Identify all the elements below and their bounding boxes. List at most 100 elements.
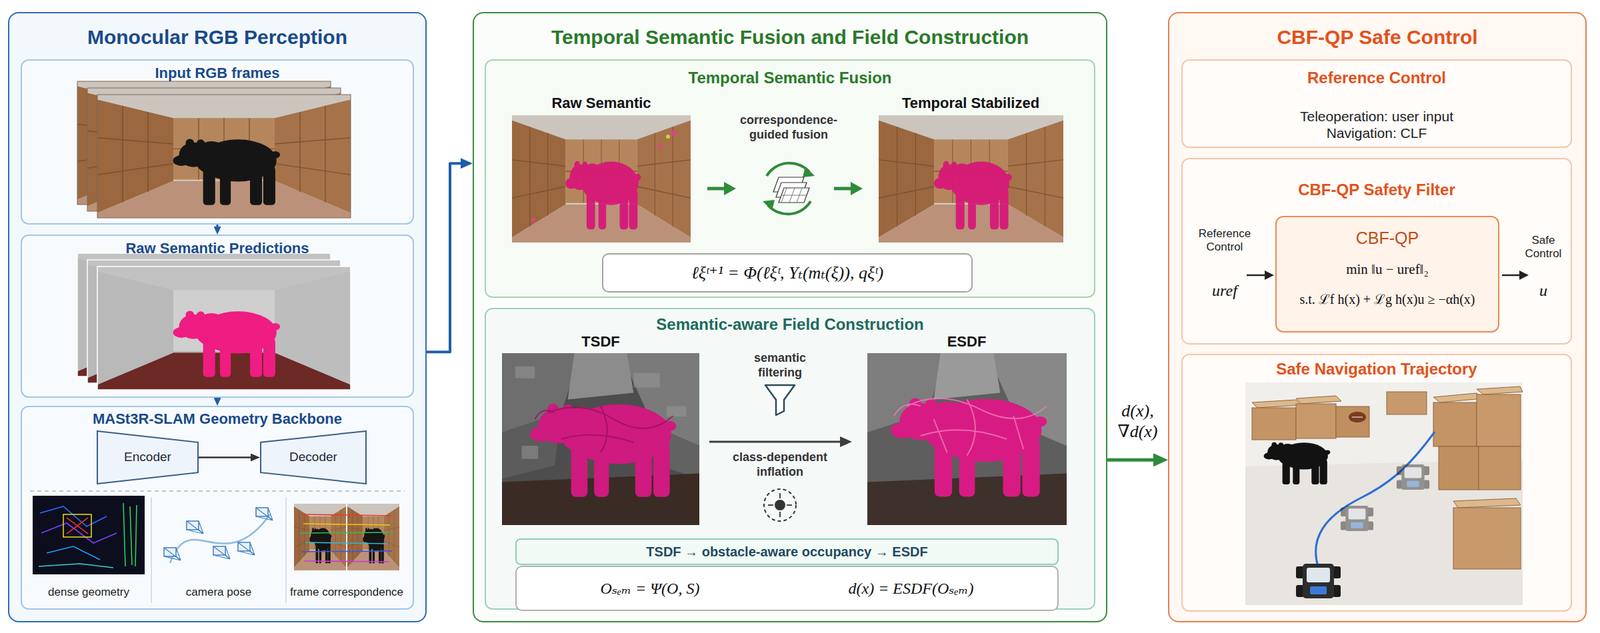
qp-arrows-part bbox=[1502, 274, 1520, 277]
section-box: Safe Navigation Trajectory bbox=[1181, 354, 1572, 612]
pipeline-box-text: TSDF → obstacle-aware occupancy → ESDF bbox=[646, 544, 928, 560]
panel: CBF-QP Safe ControlReference ControlTele… bbox=[1168, 12, 1587, 623]
image-title: Raw Semantic bbox=[501, 94, 702, 112]
backbone-outputs-part bbox=[30, 490, 405, 492]
navigation-photo-part-part bbox=[1476, 386, 1523, 395]
field-illustration-part bbox=[840, 436, 852, 448]
backbone-outputs-part-part bbox=[63, 514, 92, 538]
panel-text: CBF-QP Safe Control bbox=[1276, 25, 1478, 50]
qp-box: CBF-QP min ‖u − uref‖₂ s.t. ℒf h(x) + ℒg h… bbox=[1275, 216, 1500, 333]
navigation-photo-part-part bbox=[1386, 392, 1427, 415]
section-box: MASt3R-SLAM Geometry BackboneEncoder Deco… bbox=[20, 406, 414, 610]
section-box-text: Safe Navigation Trajectory bbox=[1276, 360, 1477, 380]
field-illustration-part bbox=[709, 441, 842, 444]
panel-text: Monocular RGB Perception bbox=[87, 25, 348, 50]
semantic-frames-part bbox=[97, 266, 351, 390]
decoder-block-text: Decoder bbox=[289, 450, 338, 466]
semantic-frames bbox=[77, 253, 351, 390]
backbone-outputs-part-part bbox=[123, 503, 137, 567]
navigation-photo-part bbox=[1352, 416, 1363, 418]
navigation-photo-part-part bbox=[1336, 406, 1370, 438]
fusion-illustration-part bbox=[773, 177, 810, 203]
backbone-outputs-part-part bbox=[300, 532, 394, 534]
encoder-block: Encoder bbox=[96, 430, 199, 485]
navigation-photo bbox=[1245, 382, 1523, 606]
backbone-outputs-part bbox=[300, 514, 394, 562]
block-shape bbox=[260, 431, 366, 484]
label-anchor: correspondence-guided fusion bbox=[725, 113, 852, 142]
section-box-text: Semantic-aware Field Construction bbox=[656, 315, 924, 335]
backbone-outputs-part-part bbox=[301, 551, 392, 552]
navigation-photo-part bbox=[1252, 386, 1523, 570]
navigation-photo-part bbox=[1296, 564, 1341, 599]
navigation-photo-part-part bbox=[1453, 508, 1521, 570]
fusion-illustration-part bbox=[762, 200, 775, 211]
label-anchor: Raw Semantic bbox=[501, 94, 702, 112]
input-frames-part bbox=[97, 94, 351, 218]
qp-box-text: s.t. ℒf h(x) + ℒg h(x)u ≥ −αh(x) bbox=[1300, 291, 1476, 308]
backbone-outputs-part-part bbox=[303, 524, 390, 526]
fusion-illustration-part-part bbox=[670, 130, 676, 136]
fusion-illustration-part-part bbox=[778, 188, 810, 203]
operation-label: semantic filtering bbox=[736, 351, 824, 380]
formula-box: ℓξᵗ⁺¹ = Φ(ℓξᵗ, Yₜ(mₜ(ξ)), qξᵗ) bbox=[602, 253, 973, 293]
signal-label: Safe Control bbox=[1516, 234, 1570, 262]
panel-fill-part bbox=[484, 308, 1096, 610]
fusion-illustration-part-part bbox=[531, 218, 536, 222]
fusion-illustration-part bbox=[531, 130, 676, 222]
navigation-photo-part bbox=[1245, 382, 1523, 606]
field-illustration-part bbox=[502, 353, 700, 526]
backbone-outputs-part bbox=[294, 504, 346, 571]
label-anchor: Temporal Stabilized bbox=[870, 94, 1071, 112]
label-anchor: dense geometry bbox=[32, 586, 146, 600]
backbone-outputs-part-part bbox=[46, 546, 100, 560]
section-box-text: Temporal Semantic Fusion bbox=[688, 68, 892, 88]
field-illustration-part-part bbox=[768, 504, 774, 506]
signal-symbol: u bbox=[1530, 281, 1557, 301]
navigation-photo-part-part bbox=[1433, 402, 1477, 447]
section-box-text: Reference Control bbox=[1307, 68, 1446, 88]
fusion-illustration-part bbox=[724, 182, 736, 196]
section-box-text: MASt3R-SLAM Geometry Backbone bbox=[92, 410, 342, 428]
panel-fill-part bbox=[20, 59, 414, 225]
label-anchor: ESDF bbox=[913, 333, 1020, 351]
section-box-text: CBF-QP Safety Filter bbox=[1298, 180, 1456, 200]
navigation-photo-part bbox=[1340, 506, 1374, 532]
section-box-text: Input RGB frames bbox=[154, 64, 280, 82]
navigation-photo-part bbox=[1316, 432, 1435, 567]
label-anchor: camera pose bbox=[162, 586, 276, 600]
backbone-outputs-part bbox=[347, 504, 400, 571]
section-box: Input RGB frames bbox=[20, 59, 414, 225]
flow-arrow bbox=[1107, 458, 1155, 462]
qp-box-text: min ‖u − uref‖₂ bbox=[1346, 261, 1429, 278]
formula-box-text: Oₛₑₘ = Ψ(O, S) bbox=[600, 579, 700, 599]
fusion-illustration-part bbox=[766, 163, 810, 176]
qp-box-text: CBF-QP bbox=[1356, 228, 1419, 248]
navigation-photo-part-part bbox=[1453, 498, 1521, 508]
block-shape bbox=[97, 431, 198, 484]
backbone-outputs-part bbox=[32, 496, 145, 575]
navigation-photo-part-part bbox=[1252, 408, 1296, 440]
formula-box: Oₛₑₘ = Ψ(O, S) d(x) = ESDF(Oₛₑₘ) bbox=[515, 566, 1059, 612]
field-illustration-part bbox=[768, 493, 792, 518]
section-box-text: Teleoperation: user input bbox=[1300, 108, 1454, 125]
panel-fill-part bbox=[8, 12, 427, 623]
caption-label: camera pose bbox=[162, 586, 276, 600]
backbone-outputs-part bbox=[256, 508, 273, 521]
navigation-photo-part-part bbox=[1476, 394, 1521, 447]
fusion-illustration-part-part bbox=[658, 144, 662, 149]
label-anchor: frame correspondence bbox=[286, 586, 407, 600]
panel-fill bbox=[8, 12, 1587, 623]
backbone-outputs-part-part bbox=[304, 561, 390, 562]
panel-fill-part bbox=[20, 234, 414, 398]
backbone-outputs-part-part bbox=[66, 518, 88, 534]
image-title: ESDF bbox=[913, 333, 1020, 351]
fusion-illustration-part bbox=[850, 182, 863, 196]
edge-label-anchor: d(x), ∇d(x) bbox=[1110, 400, 1166, 442]
field-illustration-part-part bbox=[786, 504, 792, 506]
backbone-outputs-part-part bbox=[38, 564, 114, 568]
formula-box-text: d(x) = ESDF(Oₛₑₘ) bbox=[848, 579, 974, 599]
semantic-frames-part bbox=[97, 266, 351, 390]
formula-box-text: ℓξᵗ⁺¹ = Φ(ℓξᵗ, Yₜ(mₜ(ξ)), qξᵗ) bbox=[691, 262, 884, 284]
